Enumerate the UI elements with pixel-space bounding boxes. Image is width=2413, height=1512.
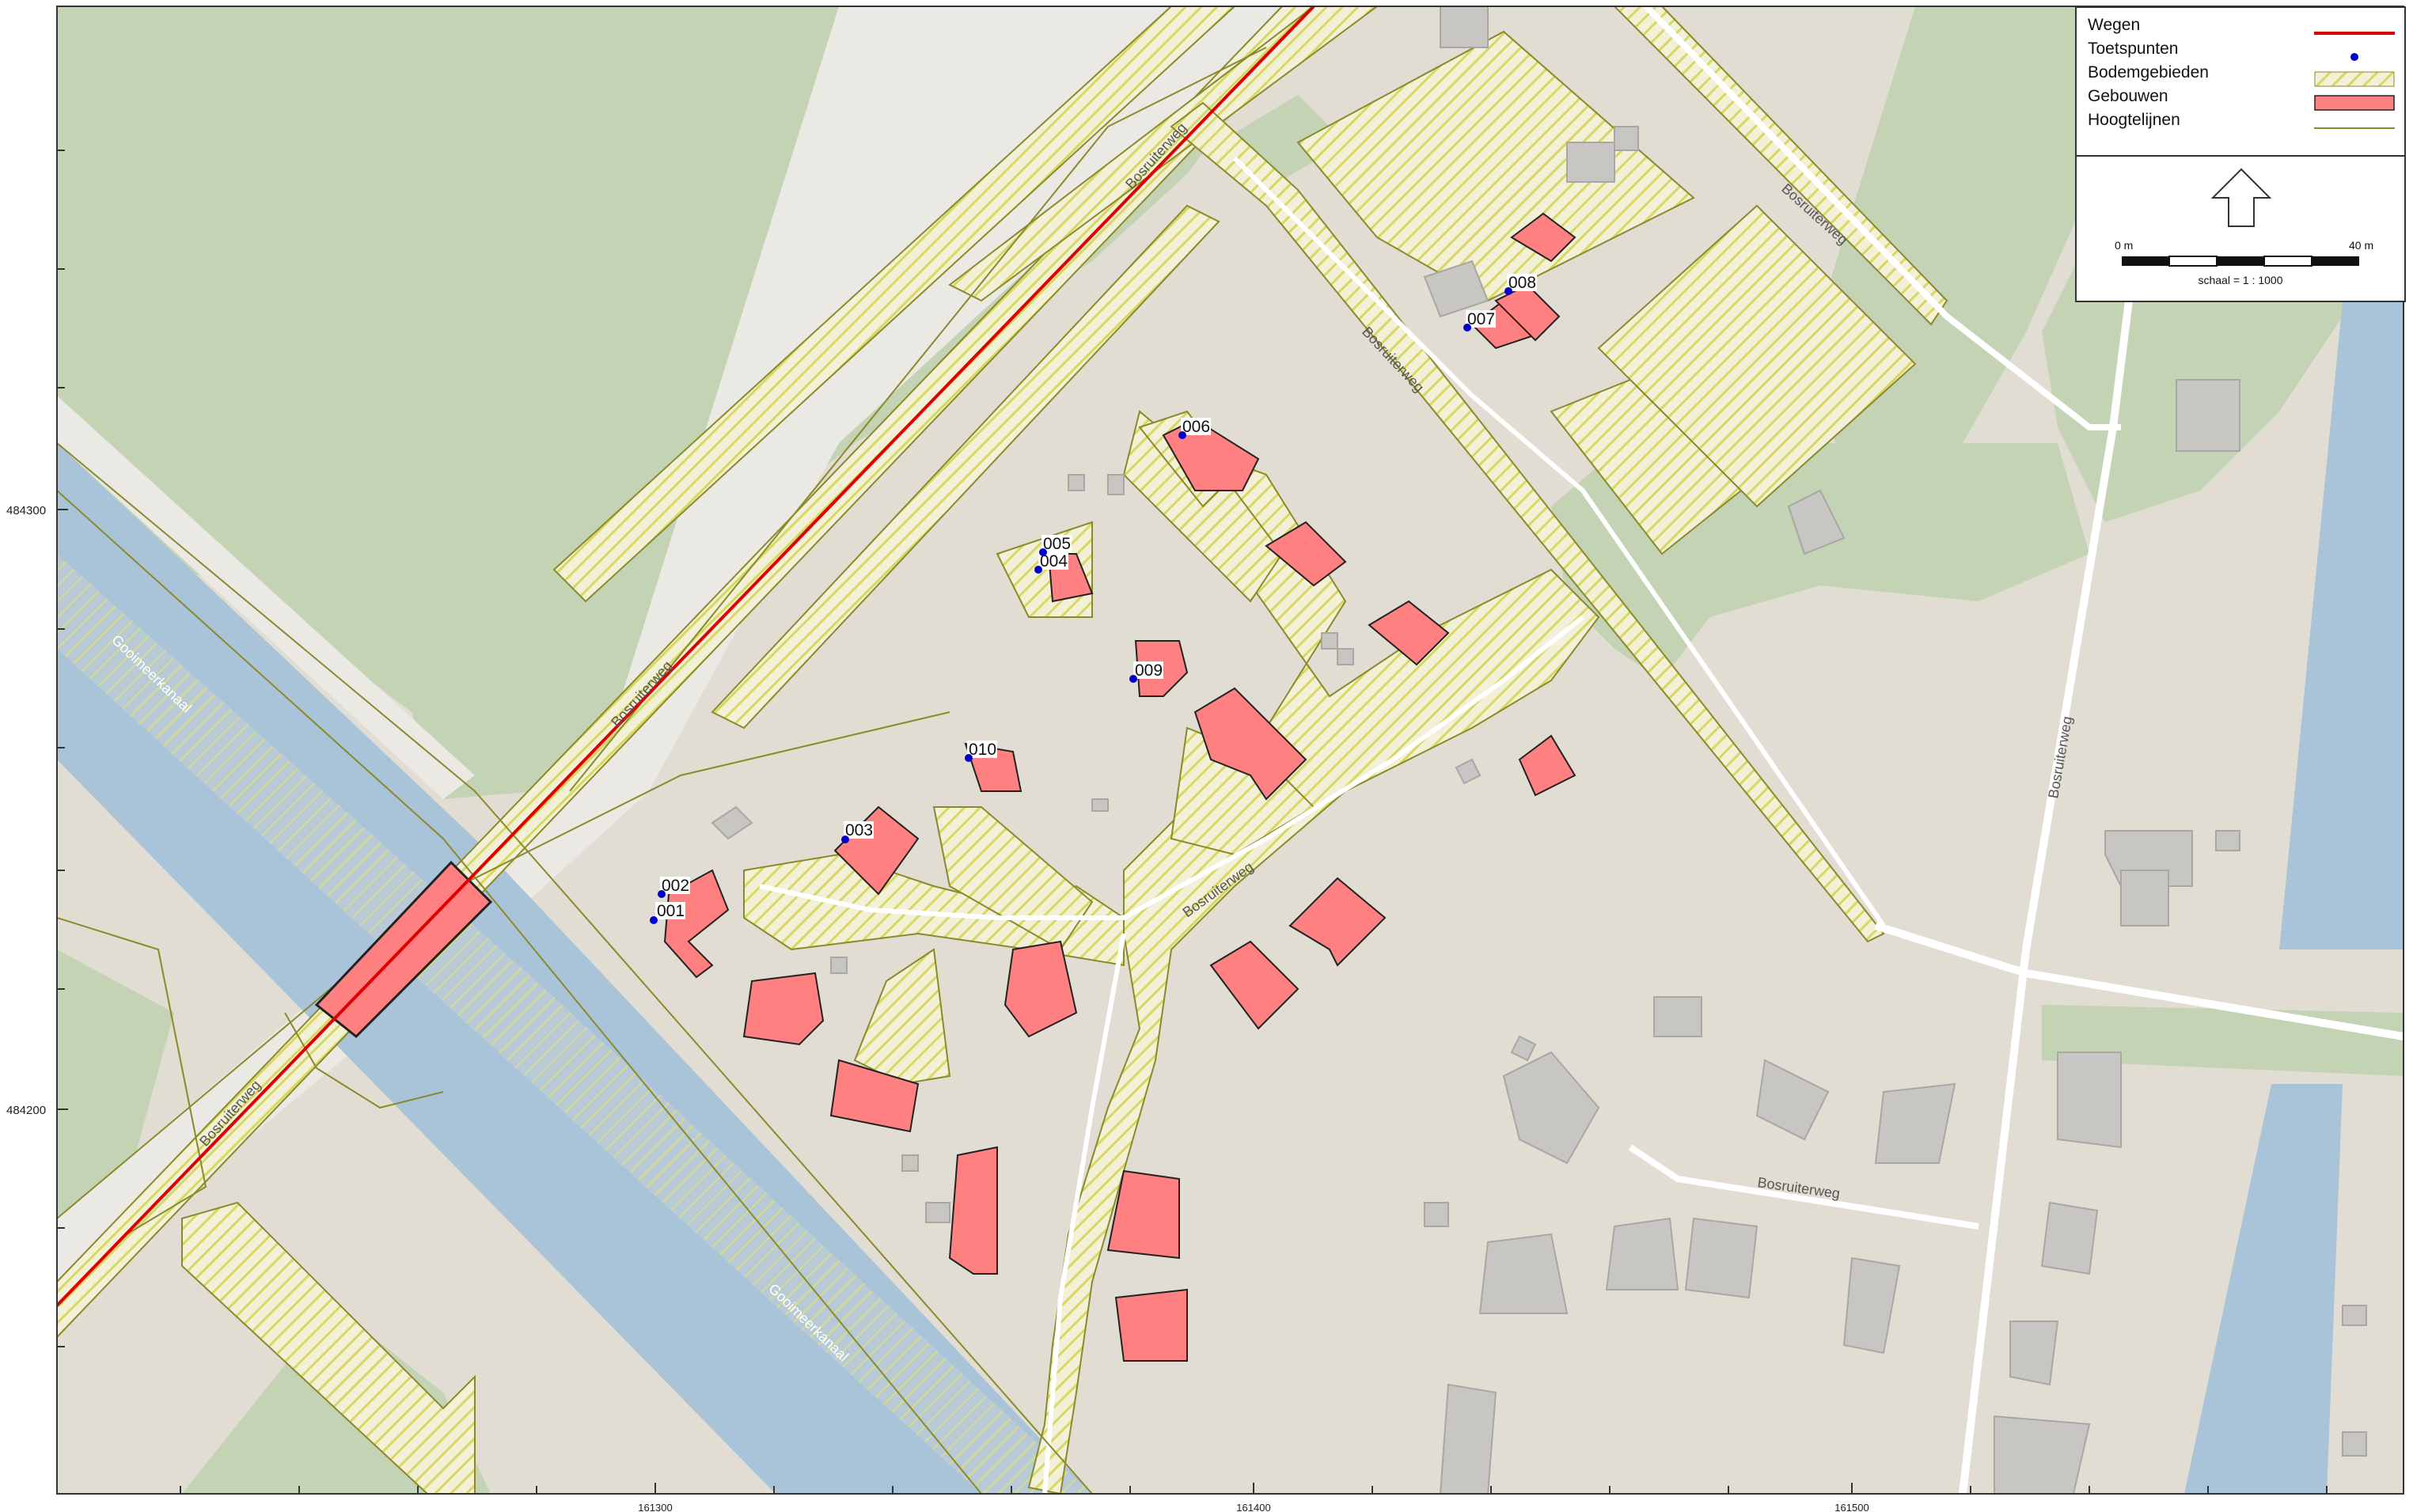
- blue-dot-icon: [2350, 53, 2358, 61]
- svg-text:009: 009: [1135, 661, 1163, 680]
- legend-item-toetspunten: Toetspunten: [2088, 40, 2179, 58]
- toetspunten: 001 002 003 004 005 006: [650, 274, 1537, 924]
- svg-text:002: 002: [662, 877, 689, 895]
- soil-road-east: [1170, 101, 1885, 943]
- map-border: [56, 6, 2404, 1495]
- soil-inner-road: [1027, 425, 1600, 1494]
- svg-text:007: 007: [1467, 310, 1495, 328]
- white-road-east: [1959, 300, 2133, 1494]
- toetspunt-marker: [1463, 324, 1471, 332]
- toetspunt-005[interactable]: 005: [1039, 535, 1072, 556]
- contour-line-5: [284, 1012, 444, 1109]
- legend-panel: Wegen Toetspunten Bodemgebieden Gebouwen…: [2075, 6, 2406, 302]
- legend-item-hoogtelijnen: Hoogtelijnen: [2088, 111, 2180, 129]
- contour-line-1: [57, 442, 1093, 1494]
- toetspunt-marker: [1039, 548, 1047, 556]
- y-tick-label-2: 484200: [6, 1104, 46, 1117]
- toetspunt-marker: [1504, 287, 1512, 295]
- north-arrow-icon: [2210, 168, 2272, 227]
- soil-branch: [932, 806, 1094, 951]
- toetspunt-marker: [650, 916, 658, 924]
- olive-line-icon: [2314, 127, 2395, 129]
- soil-sw: [181, 1201, 476, 1494]
- grass-area-west: [57, 949, 174, 1234]
- legend-item-wegen: Wegen: [2088, 16, 2141, 34]
- canal-hatch: [57, 554, 1092, 1494]
- scale-end-label: 40 m: [2349, 239, 2374, 252]
- legend-item-gebouwen: Gebouwen: [2088, 87, 2168, 105]
- contour-line-3: [569, 47, 1267, 792]
- toetspunt-008[interactable]: 008: [1504, 274, 1537, 295]
- axis-ticks: [57, 150, 2328, 1494]
- canal-water: [57, 443, 1092, 1494]
- soil-strip-2: [711, 204, 1220, 729]
- red-box-icon: [2314, 95, 2395, 111]
- grey-buildings: [711, 6, 2367, 1494]
- white-path-2: [759, 615, 1584, 920]
- toetspunt-marker: [841, 836, 849, 843]
- toetspunt-marker: [658, 890, 666, 898]
- svg-text:004: 004: [1040, 552, 1068, 570]
- toetspunt-002[interactable]: 002: [658, 877, 690, 898]
- white-path-1: [1232, 156, 1886, 927]
- road-corridor: [57, 396, 475, 799]
- y-tick-label-1: 484300: [6, 504, 46, 517]
- soil-block-3: [1550, 378, 1743, 555]
- soil-strip-ne: [1613, 6, 1948, 326]
- toetspunt-marker: [965, 754, 973, 762]
- contour-line-2: [57, 490, 982, 1494]
- svg-text:001: 001: [657, 902, 685, 920]
- water-east-1: [2279, 301, 2404, 949]
- toetspunt-marker: [1034, 566, 1042, 574]
- svg-text:003: 003: [845, 821, 873, 839]
- soil-branch-2: [853, 948, 951, 1086]
- toetspunt-001[interactable]: 001: [650, 902, 685, 924]
- scale-caption: schaal = 1 : 1000: [2198, 274, 2283, 286]
- contour-line-4: [57, 711, 950, 1219]
- svg-text:010: 010: [969, 741, 996, 759]
- toetspunt-004[interactable]: 004: [1034, 552, 1068, 574]
- x-tick-label-2: 161400: [1236, 1502, 1270, 1512]
- white-road-ne: [1644, 6, 2121, 430]
- x-tick-label-1: 161300: [638, 1502, 672, 1512]
- water-east-2: [2184, 1084, 2343, 1494]
- soil-block-1: [1296, 30, 1695, 302]
- white-road-south: [1628, 1144, 1979, 1230]
- toetspunt-010[interactable]: 010: [965, 741, 997, 762]
- svg-text:005: 005: [1043, 535, 1071, 553]
- toetspunt-marker: [1129, 675, 1137, 683]
- svg-text:006: 006: [1182, 418, 1210, 436]
- toetspunt-007[interactable]: 007: [1463, 310, 1496, 332]
- svg-text:008: 008: [1508, 274, 1536, 292]
- scale-start-label: 0 m: [2115, 239, 2134, 252]
- scale-bar: [2122, 256, 2359, 267]
- red-line-icon: [2314, 32, 2395, 35]
- legend-divider: [2077, 155, 2404, 157]
- toetspunt-006[interactable]: 006: [1178, 418, 1211, 439]
- white-path-3: [1042, 933, 1126, 1494]
- legend-item-bodemgebieden: Bodemgebieden: [2088, 63, 2209, 81]
- toetspunt-009[interactable]: 009: [1129, 661, 1163, 683]
- toetspunt-003[interactable]: 003: [841, 821, 874, 843]
- yellow-hatch-icon: [2314, 71, 2395, 87]
- main-road-line: [57, 6, 1315, 1307]
- x-tick-label-3: 161500: [1834, 1502, 1869, 1512]
- white-road-cross: [1874, 922, 2404, 1040]
- contour-line-6: [57, 917, 207, 1235]
- soil-strip-1: [552, 6, 1236, 603]
- toetspunt-marker: [1178, 431, 1186, 439]
